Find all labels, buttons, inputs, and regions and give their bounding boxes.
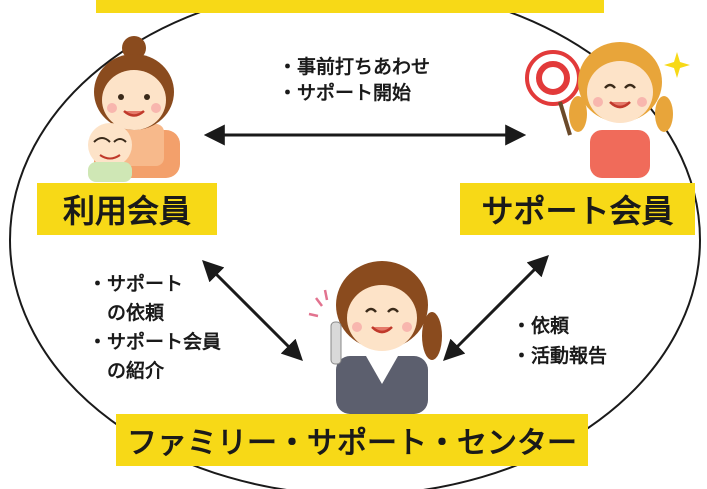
node-user-member: 利用会員	[37, 183, 217, 235]
edge-left-line-4: の紹介	[88, 360, 165, 382]
staff-on-phone-icon	[308, 261, 442, 414]
mother-with-baby-icon	[88, 36, 180, 182]
node-user-member-label: 利用会員	[62, 192, 191, 230]
cycle-ellipse	[9, 0, 701, 489]
edge-left-line-1: ・サポート	[88, 273, 184, 295]
node-support-member: サポート会員	[460, 183, 695, 235]
edge-left-note: ・サポート の依頼 ・サポート会員 の紹介	[88, 270, 221, 386]
edge-left-line-2: の依頼	[88, 302, 165, 324]
edge-top-line-2: ・サポート開始	[278, 82, 412, 104]
node-support-member-label: サポート会員	[481, 192, 674, 230]
girl-with-ok-sign-icon	[525, 42, 690, 178]
edge-left-line-3: ・サポート会員	[88, 331, 222, 353]
edge-top-line-1: ・事前打ちあわせ	[278, 56, 431, 78]
arrow-support-center	[443, 255, 549, 361]
edge-top-note: ・事前打ちあわせ ・サポート開始	[278, 54, 430, 106]
edge-right-line-1: ・依頼	[512, 315, 570, 337]
node-center-label: ファミリー・サポート・センター	[127, 426, 577, 461]
edge-right-note: ・依頼 ・活動報告	[512, 311, 607, 371]
arrow-user-center	[202, 260, 303, 361]
edge-right-line-2: ・活動報告	[512, 345, 608, 367]
node-support-center	[96, 0, 604, 13]
node-center: ファミリー・サポート・センター	[116, 414, 588, 466]
